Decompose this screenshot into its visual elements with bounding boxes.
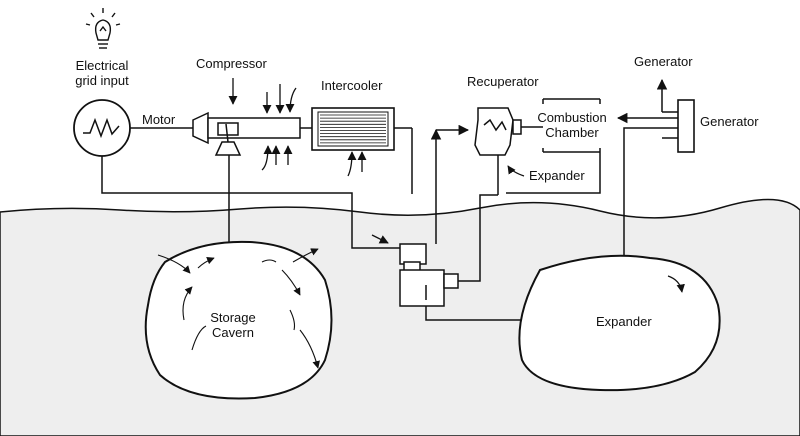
storage-cavern	[144, 240, 333, 400]
grid-input-label-line2: grid input	[75, 73, 129, 88]
sine-wave-icon	[83, 117, 120, 139]
grid-input-label-line1: Electrical	[75, 58, 129, 73]
compressor-unit	[192, 111, 301, 156]
storage-label-line2: Cavern	[212, 325, 254, 340]
combustion-label-line1: Combustion	[537, 110, 607, 125]
expander-cavern	[518, 254, 721, 392]
expander-lower-label: Expander	[596, 314, 652, 329]
combustion-chamber	[542, 98, 601, 153]
combustion-label-line2: Chamber	[545, 125, 599, 140]
recuperator-label: Recuperator	[467, 74, 539, 89]
intercooler-unit	[311, 107, 395, 151]
compressor-label: Compressor	[196, 56, 267, 71]
motor-label: Motor	[142, 112, 176, 127]
generator-top-label: Generator	[634, 54, 693, 69]
storage-label-line1: Storage	[210, 310, 256, 325]
generator-unit	[677, 99, 695, 153]
valve-block	[399, 243, 459, 307]
recuperator-unit	[474, 107, 522, 156]
motor-circle	[73, 99, 131, 157]
grid-input-label: Electrical grid input	[62, 58, 142, 88]
generator-side-label: Generator	[700, 114, 759, 129]
combustion-chamber-label: Combustion Chamber	[537, 110, 607, 140]
storage-cavern-label: Storage Cavern	[196, 310, 270, 340]
intercooler-label: Intercooler	[321, 78, 383, 93]
expander-upper-label: Expander	[529, 168, 585, 183]
light-bulb-icon	[85, 8, 121, 49]
